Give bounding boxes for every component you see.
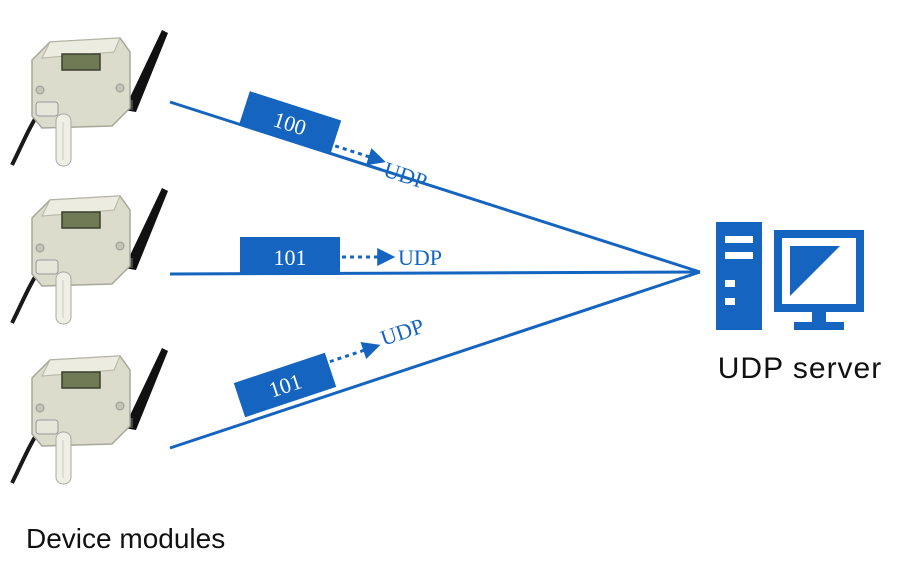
wireless-sensor-device-icon <box>10 186 170 326</box>
device-module-1 <box>10 28 170 168</box>
devices-label: Device modules <box>26 523 225 554</box>
computer-server-icon <box>716 222 864 330</box>
wireless-sensor-device-icon <box>10 28 170 168</box>
protocol-label: UDP <box>398 245 442 270</box>
packet-label: 101 <box>274 245 307 270</box>
device-module-2 <box>10 186 170 326</box>
packet-2: 101 UDP <box>240 237 442 275</box>
device-module-3 <box>10 346 170 486</box>
packet-1: 100 UDP <box>238 91 431 194</box>
packet-box <box>238 91 342 155</box>
wireless-sensor-device-icon <box>10 346 170 486</box>
server-label: UDP server <box>718 352 882 385</box>
udp-arrow <box>329 341 381 364</box>
packet-3: 101 UDP <box>233 313 427 418</box>
protocol-label: UDP <box>377 313 427 351</box>
protocol-label: UDP <box>381 157 431 194</box>
packet-box <box>233 352 337 418</box>
link-line-3 <box>169 270 701 450</box>
packet-box <box>240 237 340 275</box>
